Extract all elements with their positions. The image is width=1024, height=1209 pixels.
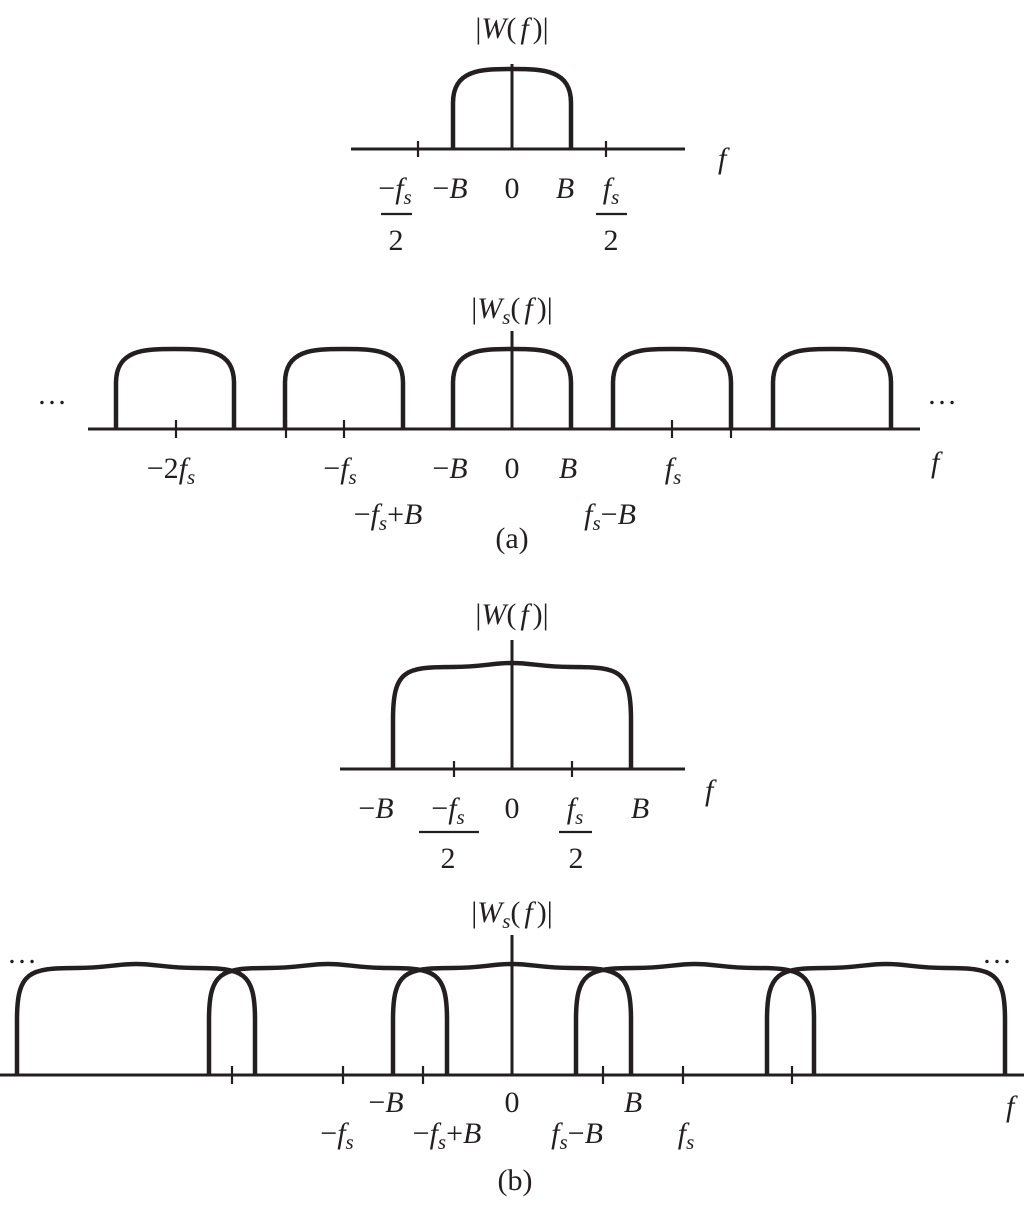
replica-zero [450,346,574,429]
caption-a: (a) [495,522,528,555]
replica-minus-fs [282,346,406,429]
alias-replica-plus-2fs [764,961,1008,1075]
ylabel-Ws-f-b: |Ws(f)| [471,896,553,933]
label-neg-B-b-top: −B [358,792,393,825]
label-fs-minus-B-b: fs−B [551,1117,603,1154]
panel-a-sampled-plot: |Ws(f)| … … f −2fs −fs −fs+B −B 0 B fs−B… [37,292,957,555]
label-neg-fs-over-2-b: −fs 2 [419,792,479,875]
svg-text:−fs: −fs [431,792,464,829]
caption-b: (b) [498,1164,533,1197]
label-zero-b-top: 0 [505,792,520,825]
ylabel-W-f: |W(f)| [475,12,548,45]
svg-text:2: 2 [389,224,404,257]
label-fs-over-2-b: fs 2 [559,792,592,875]
ellipsis-right-a: … [927,378,957,411]
label-neg-fs-over-2: −fs 2 [378,172,412,257]
label-fs-minus-B-a: fs−B [584,498,636,535]
svg-text:−fs: −fs [378,172,411,209]
alias-replica-minus-2fs [14,961,258,1075]
spectrum-W-narrow [450,66,574,149]
ellipsis-left-a: … [37,378,67,411]
xlabel-f-a: f [931,446,943,479]
label-zero-a: 0 [505,452,520,485]
ylabel-W-f-b: |W(f)| [475,598,548,631]
label-neg-B-b: −B [368,1086,403,1119]
svg-text:2: 2 [569,842,584,875]
ylabel-Ws-f-a: |Ws(f)| [471,292,553,329]
replica-plus-2fs [770,346,894,429]
spectrum-W-wide [390,660,634,769]
label-neg-2fs: −2fs [147,452,195,489]
label-B: B [556,172,574,205]
xlabel-f: f [718,142,730,175]
label-B-b-top: B [631,792,649,825]
svg-text:fs: fs [567,792,584,829]
label-B-b: B [624,1086,642,1119]
label-zero-b: 0 [505,1086,520,1119]
replica-minus-2fs [113,346,237,429]
label-fs-a: fs [665,452,682,489]
alias-replica-minus-fs [206,961,450,1075]
xlabel-f-b-top: f [705,774,717,807]
label-zero: 0 [505,172,520,205]
label-neg-B: −B [432,172,467,205]
ellipsis-right-b: … [982,937,1012,970]
ellipsis-left-b: … [7,937,37,970]
panel-b-sampled-plot: |Ws(f)| … … f −fs −B −fs+B 0 fs−B B fs (… [0,896,1024,1197]
alias-replica-plus-fs [573,961,817,1075]
label-B-a: B [559,452,577,485]
xlabel-f-b-bottom: f [1006,1090,1018,1123]
label-fs-over-2: fs 2 [596,172,627,257]
label-neg-fs-plus-B-a: −fs+B [354,498,423,535]
panel-a-baseband-plot: |W(f)| f −fs 2 −B 0 B fs 2 [351,12,730,257]
label-fs-b: fs [678,1117,695,1154]
panel-b-baseband-plot: |W(f)| f −B −fs 2 0 fs 2 B [340,598,717,875]
alias-replica-zero [390,961,634,1075]
label-neg-fs-plus-B-b: −fs+B [413,1117,482,1154]
svg-text:2: 2 [441,842,456,875]
label-neg-fs-b: −fs [320,1117,353,1154]
label-neg-fs-a: −fs [323,452,356,489]
svg-text:fs: fs [603,172,620,209]
label-neg-B-a: −B [432,452,467,485]
panel-b-ticks [230,1066,794,1084]
svg-text:2: 2 [604,224,619,257]
replica-plus-fs [610,346,734,429]
